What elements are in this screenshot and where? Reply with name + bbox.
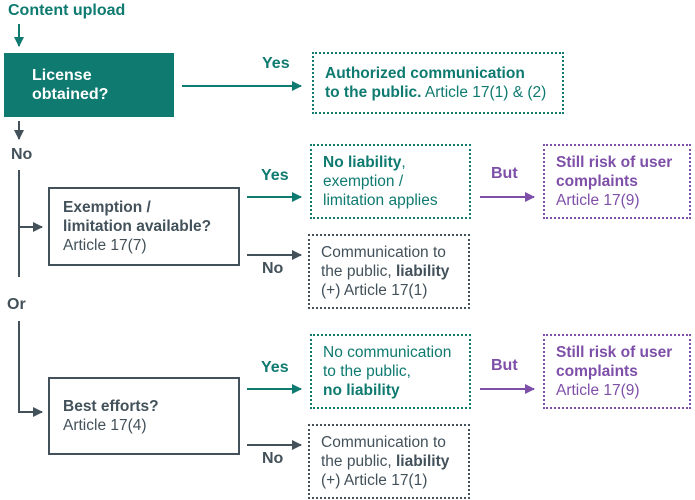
outcome-still-risk-mid: Still risk of user complaints Article 17… (543, 144, 691, 219)
outcome-still-risk-mid-text: Still risk of user complaints Article 17… (556, 153, 678, 210)
outcome-comm-liability-mid-bold: liability (395, 263, 450, 280)
outcome-comm-liability-bottom-pre: Communication to the public, (321, 434, 446, 470)
edge-label-yes-mid: Yes (261, 167, 289, 184)
outcome-still-risk-mid-article: Article 17(9) (556, 192, 640, 209)
outcome-authorized-text: Authorized communication to the public. … (325, 64, 551, 102)
edge-label-but-mid: But (491, 165, 518, 182)
outcome-still-risk-bottom-article: Article 17(9) (556, 382, 640, 399)
edge-label-but-bottom: But (491, 357, 518, 374)
decision-exemption-article: Article 17(7) (63, 237, 147, 254)
decision-license-obtained: License obtained? (4, 53, 174, 117)
decision-best-efforts-article: Article 17(4) (63, 417, 147, 434)
outcome-comm-liability-bottom-text: Communication to the public, liability (… (321, 433, 457, 490)
decision-license-label: License obtained? (32, 67, 109, 103)
outcome-still-risk-bottom: Still risk of user complaints Article 17… (543, 334, 691, 409)
decision-best-efforts-bold: Best efforts? (63, 398, 159, 415)
decision-exemption-text: Exemption / limitation available? Articl… (63, 198, 227, 255)
outcome-comm-liability-mid-pre: Communication to the public, (321, 244, 446, 280)
outcome-no-liability: No liability, exemption / limitation app… (310, 144, 471, 219)
edge-label-no-mid: No (262, 260, 284, 277)
decision-exemption-bold: Exemption / limitation available? (63, 199, 212, 235)
arrow-branch-best-efforts (18, 321, 43, 417)
outcome-no-communication-text: No communication to the public, no liabi… (323, 343, 458, 400)
edge-label-yes-bottom: Yes (261, 359, 289, 376)
decision-best-efforts-text: Best efforts? Article 17(4) (63, 397, 227, 435)
outcome-comm-liability-mid-article: (+) Article 17(1) (321, 282, 428, 299)
edge-label-yes-top: Yes (262, 55, 290, 72)
outcome-no-liability-text: No liability, exemption / limitation app… (323, 153, 458, 210)
outcome-authorized-bold: Authorized communication to the public. (325, 65, 525, 101)
outcome-authorized-article: Article 17(1) & (2) (421, 84, 547, 101)
outcome-no-communication-bold: no liability (323, 382, 400, 399)
edge-label-or: Or (7, 296, 26, 313)
outcome-no-liability-rest: , exemption / limitation applies (323, 154, 438, 209)
edge-label-no-top: No (11, 146, 33, 163)
outcome-comm-liability-bottom-article: (+) Article 17(1) (321, 472, 428, 489)
outcome-still-risk-mid-bold: Still risk of user complaints (556, 154, 673, 190)
outcome-no-communication-pre: No communication to the public, (323, 344, 452, 380)
outcome-communication-liability-mid: Communication to the public, liability (… (308, 234, 470, 309)
outcome-communication-liability-bottom: Communication to the public, liability (… (308, 424, 470, 499)
outcome-comm-liability-bottom-bold: liability (395, 453, 450, 470)
edge-label-no-bottom: No (262, 450, 284, 467)
outcome-no-liability-bold: No liability (323, 154, 402, 171)
outcome-still-risk-bottom-text: Still risk of user complaints Article 17… (556, 343, 678, 400)
decision-best-efforts: Best efforts? Article 17(4) (48, 377, 240, 455)
outcome-authorized-communication: Authorized communication to the public. … (312, 52, 564, 114)
decision-exemption-limitation: Exemption / limitation available? Articl… (48, 187, 240, 266)
start-node-content-upload: Content upload (8, 2, 126, 19)
outcome-still-risk-bottom-bold: Still risk of user complaints (556, 344, 673, 380)
outcome-no-communication: No communication to the public, no liabi… (310, 334, 471, 409)
outcome-comm-liability-mid-text: Communication to the public, liability (… (321, 243, 457, 300)
